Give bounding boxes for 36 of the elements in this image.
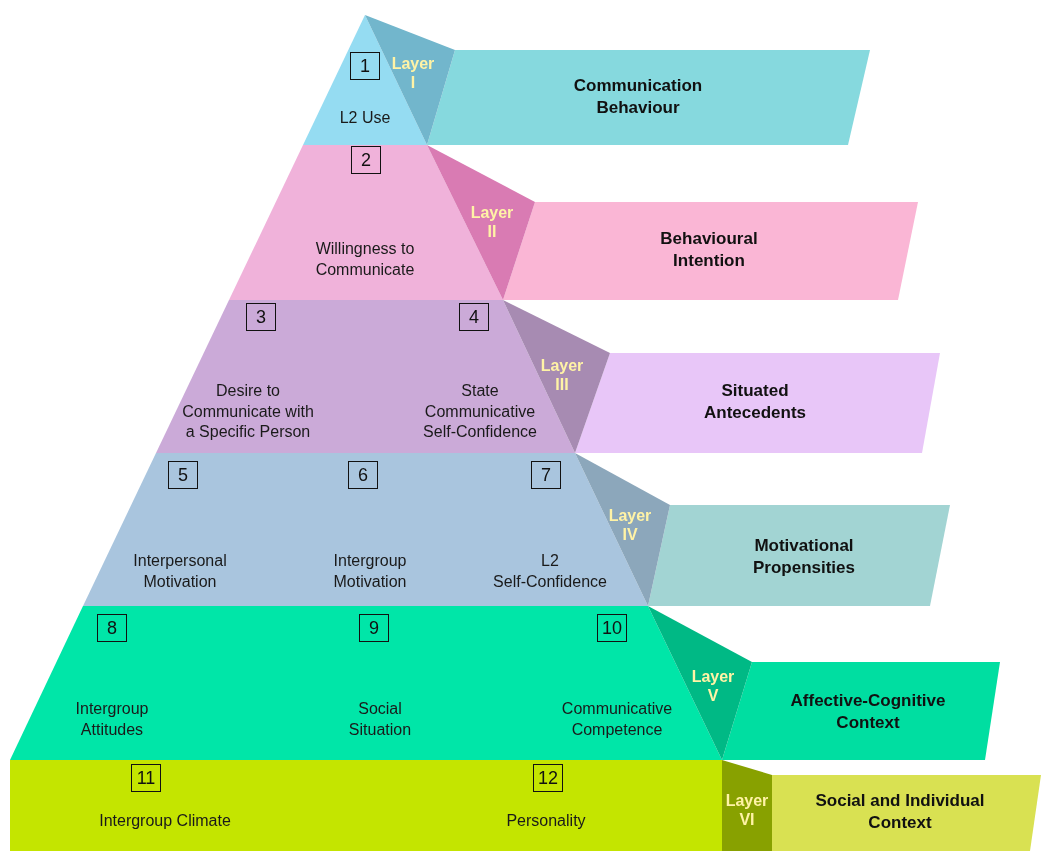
layer-label: Layer I xyxy=(390,53,436,93)
layer-title: Social and Individual Context xyxy=(814,789,986,834)
callout-number: 6 xyxy=(348,461,378,489)
callout-number: 4 xyxy=(459,303,489,331)
factor-label: Intergroup Attitudes xyxy=(74,699,150,740)
callout-number: 1 xyxy=(350,52,380,80)
layer-label: Layer VI xyxy=(724,790,770,830)
factor-label: Desire to Communicate with a Specific Person xyxy=(181,380,315,443)
factor-label: Intergroup Motivation xyxy=(332,551,408,592)
factor-label: Communicative Competence xyxy=(560,699,674,740)
factor-label: Social Situation xyxy=(347,699,413,740)
layer-label: Layer III xyxy=(539,355,585,395)
factor-label: Interpersonal Motivation xyxy=(132,551,228,592)
callout-number: 12 xyxy=(533,764,563,792)
factor-label: Willingness to Communicate xyxy=(314,239,416,280)
callout-number: 7 xyxy=(531,461,561,489)
callout-number: 8 xyxy=(97,614,127,642)
layer-title: Motivational Propensities xyxy=(751,534,856,579)
callout-number: 10 xyxy=(597,614,627,642)
factor-label: Personality xyxy=(505,810,587,831)
factor-label: State Communicative Self-Confidence xyxy=(422,380,538,443)
layer-label: Layer IV xyxy=(607,505,653,545)
callout-number: 3 xyxy=(246,303,276,331)
layer-title: Behavioural Intention xyxy=(659,227,759,272)
callout-number: 2 xyxy=(351,146,381,174)
layer-title: Affective-Cognitive Context xyxy=(789,689,947,734)
layer-label: Layer II xyxy=(469,202,515,242)
layer-label: Layer V xyxy=(690,666,736,706)
callout-number: 9 xyxy=(359,614,389,642)
factor-label: Intergroup Climate xyxy=(98,810,232,831)
callout-number: 11 xyxy=(131,764,161,792)
layer-title: Communication Behaviour xyxy=(572,74,704,119)
factor-label: L2 Self-Confidence xyxy=(492,551,608,592)
layer-title: Situated Antecedents xyxy=(703,379,807,424)
factor-label: L2 Use xyxy=(338,107,392,128)
callout-number: 5 xyxy=(168,461,198,489)
